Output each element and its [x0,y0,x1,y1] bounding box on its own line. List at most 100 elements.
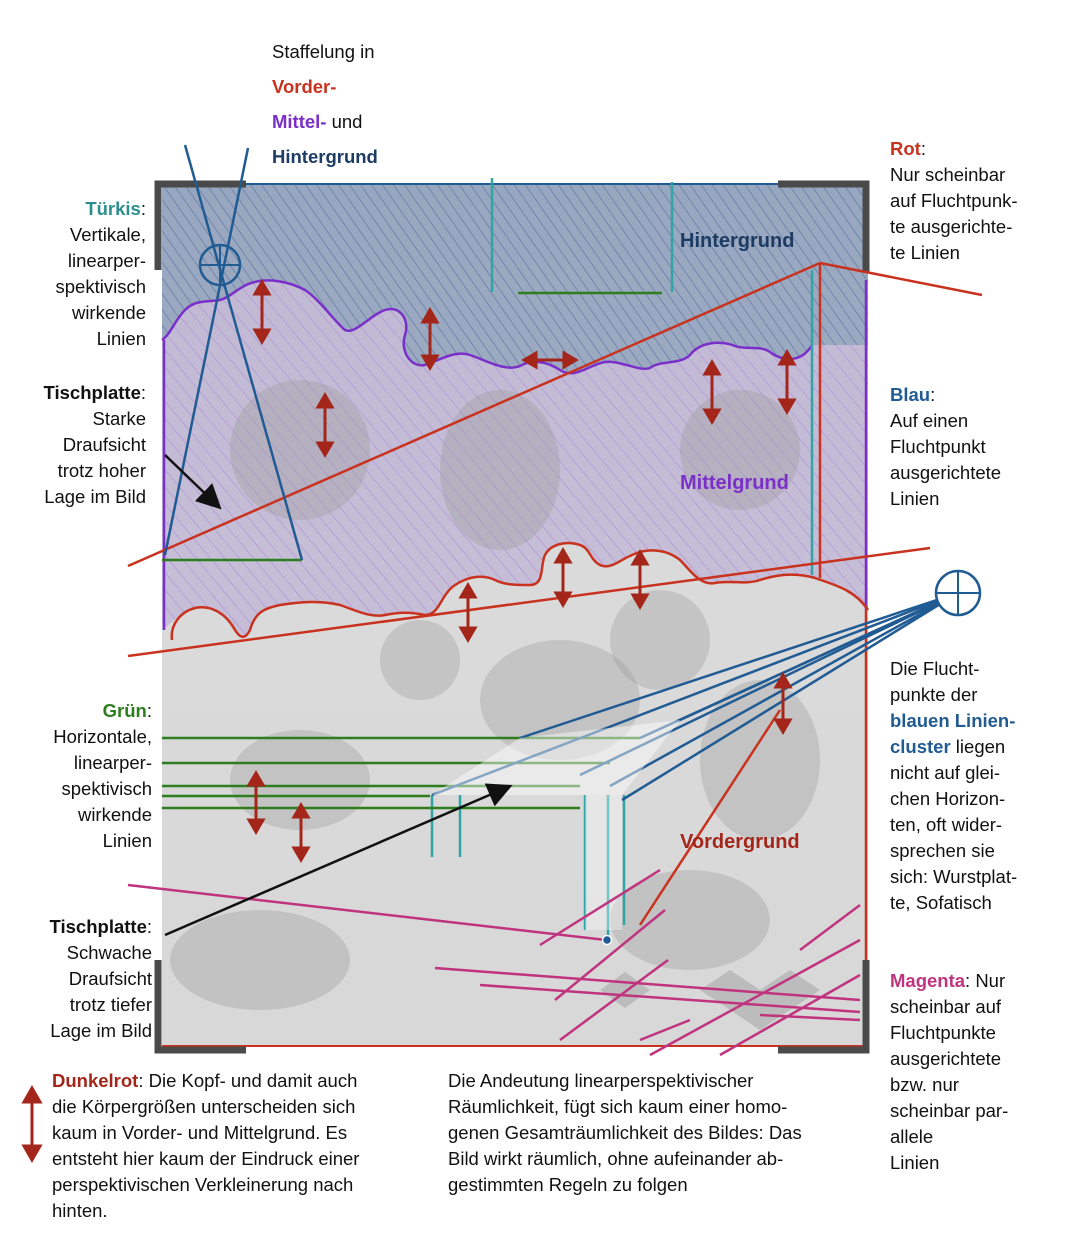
tuerkis-line2: linearper- [67,250,146,271]
fluchtpunkte-block: Die Flucht- punkte der blauen Linien- cl… [890,656,1017,916]
fluchtpunkte-line2: punkte der [890,684,978,705]
bottom-text-line4: Bild wirkt räumlich, ohne aufeinander ab… [448,1148,784,1169]
green-lines [162,291,662,810]
tischplatte-top-colon: : [140,382,146,403]
dunkelrot-line4: entsteht hier kaum der Eindruck einer [52,1148,360,1169]
fluchtpunkte-blue2: cluster [890,736,951,757]
gruen-block: Grün: Horizontale, linearper- spektivisc… [0,698,152,854]
tischplatte-top-line2: Draufsicht [62,434,146,455]
tischplatte-top-block: Tischplatte: Starke Draufsicht trotz hoh… [0,380,146,510]
gruen-colon: : [146,700,152,721]
gruen-line3: spektivisch [61,778,152,799]
blue-lines-top [163,144,304,561]
blau-line3: ausgerichtete [890,462,1002,483]
tischplatte-bottom-line4: Lage im Bild [50,1020,152,1041]
magenta-line3: Fluchtpunkte [890,1022,996,1043]
tischplatte-bottom-line3: trotz tiefer [69,994,152,1015]
magenta-line6: scheinbar par- [890,1100,1009,1121]
staffelung-vorder: Vorder- [272,76,337,97]
fluchtpunkte-line4: nicht auf glei- [890,762,1001,783]
tuerkis-block: Türkis: Vertikale, linearper- spektivisc… [0,196,146,352]
fluchtpunkte-line8: sich: Wurstplat- [890,866,1018,887]
staffelung-und: und [326,111,363,132]
tischplatte-top-line1: Starke [92,408,146,429]
tischplatte-bottom-line1: Schwache [66,942,152,963]
background-hatch [162,184,868,374]
gruen-line2: linearper- [73,752,152,773]
bottom-text-block: Die Andeutung linearperspektivischer Räu… [448,1068,802,1198]
fluchtpunkte-line6: ten, oft wider- [890,814,1003,835]
rot-line1: Nur scheinbar [890,164,1006,185]
bottom-text-line1: Die Andeutung linearperspektivischer [448,1070,754,1091]
red-lines [127,261,983,926]
label-hintergrund: Hintergrund [680,230,795,252]
rot-colon: : [920,138,926,159]
magenta-line1rest: : Nur [965,970,1006,991]
magenta-line2: scheinbar auf [890,996,1002,1017]
teal-lines [430,178,814,940]
tischplatte-top-title: Tischplatte [43,382,141,403]
sofa-table-box [432,720,680,795]
dunkelrot-line2: die Körpergrößen unterscheiden sich [52,1096,356,1117]
dunkelrot-line6: hinten. [52,1200,108,1221]
fluchtpunkte-line1: Die Flucht- [890,658,980,679]
fluchtpunkte-line7: sprechen sie [890,840,995,861]
arrow-tischplatte-top-icon [164,454,222,510]
dunkelrot-title: Dunkelrot [52,1070,139,1091]
dunkelrot-line1rest: : Die Kopf- und damit auch [138,1070,358,1091]
tischplatte-top-line3: trotz hoher [57,460,146,481]
frame-corners [154,180,870,1054]
staffelung-line1: Staffelung in [272,41,375,62]
middleground-outline [161,279,814,375]
magenta-lines [127,868,861,1057]
tuerkis-colon: : [140,198,146,219]
gruen-line1: Horizontale, [53,726,152,747]
vanishing-point-dot-icon [601,934,613,946]
blau-line1: Auf einen [890,410,969,431]
tuerkis-line5: Linien [96,328,146,349]
foreground-outline [170,541,870,641]
label-vordergrund: Vordergrund [680,831,800,853]
blau-block: Blau: Auf einen Fluchtpunkt ausgerichtet… [890,382,1001,512]
magenta-line5: bzw. nur [890,1074,959,1095]
blau-line2: Fluchtpunkt [890,436,986,457]
fluchtpunkte-line9: te, Sofatisch [890,892,992,913]
tischplatte-bottom-colon: : [146,916,152,937]
rot-line4: te Linien [890,242,960,263]
rot-line3: te ausgerichte- [890,216,1013,237]
fluchtpunkte-line3rest: liegen [950,736,1006,757]
magenta-block: Magenta: Nur scheinbar auf Fluchtpunkte … [890,968,1008,1176]
tischplatte-bottom-title: Tischplatte [49,916,147,937]
blau-colon: : [930,384,936,405]
rot-title: Rot [890,138,921,159]
tischplatte-bottom-line2: Draufsicht [68,968,152,989]
rot-line2: auf Fluchtpunk- [890,190,1018,211]
magenta-line8: Linien [890,1152,940,1173]
fluchtpunkte-blue1: blauen Linien- [890,710,1016,731]
rot-block: Rot: Nur scheinbar auf Fluchtpunk- te au… [890,136,1018,266]
staffelung-hinter: Hintergrund [272,146,378,167]
arrow-tischplatte-bottom-icon [164,783,513,937]
bottom-text-line2: Räumlichkeit, fügt sich kaum einer homo- [448,1096,788,1117]
dunkelrot-line5: perspektivischen Verkleinerung nach [52,1174,354,1195]
dunkelrot-line3: kaum in Vorder- und Mittelgrund. Es [52,1122,348,1143]
middleground-hatch [162,280,868,637]
magenta-line7: allele [890,1126,934,1147]
tischplatte-top-line4: Lage im Bild [44,486,146,507]
label-mittelgrund: Mittelgrund [680,472,789,494]
gruen-line5: Linien [102,830,152,851]
staffelung-mittel: Mittel- [272,111,327,132]
gruen-title: Grün [102,700,147,721]
tuerkis-line1: Vertikale, [69,224,146,245]
gruen-line4: wirkende [77,804,152,825]
magenta-title: Magenta [890,970,966,991]
bottom-text-line3: genen Gesamträumlichkeit des Bildes: Das [448,1122,802,1143]
tuerkis-line3: spektivisch [55,276,146,297]
dunkelrot-block: Dunkelrot: Die Kopf- und damit auch die … [52,1068,359,1224]
blau-title: Blau [890,384,931,405]
double-arrows [21,279,797,1164]
tuerkis-title: Türkis [85,198,141,219]
bottom-text-line5: gestimmten Regeln zu folgen [448,1174,688,1195]
foreground-zone [162,543,868,1046]
